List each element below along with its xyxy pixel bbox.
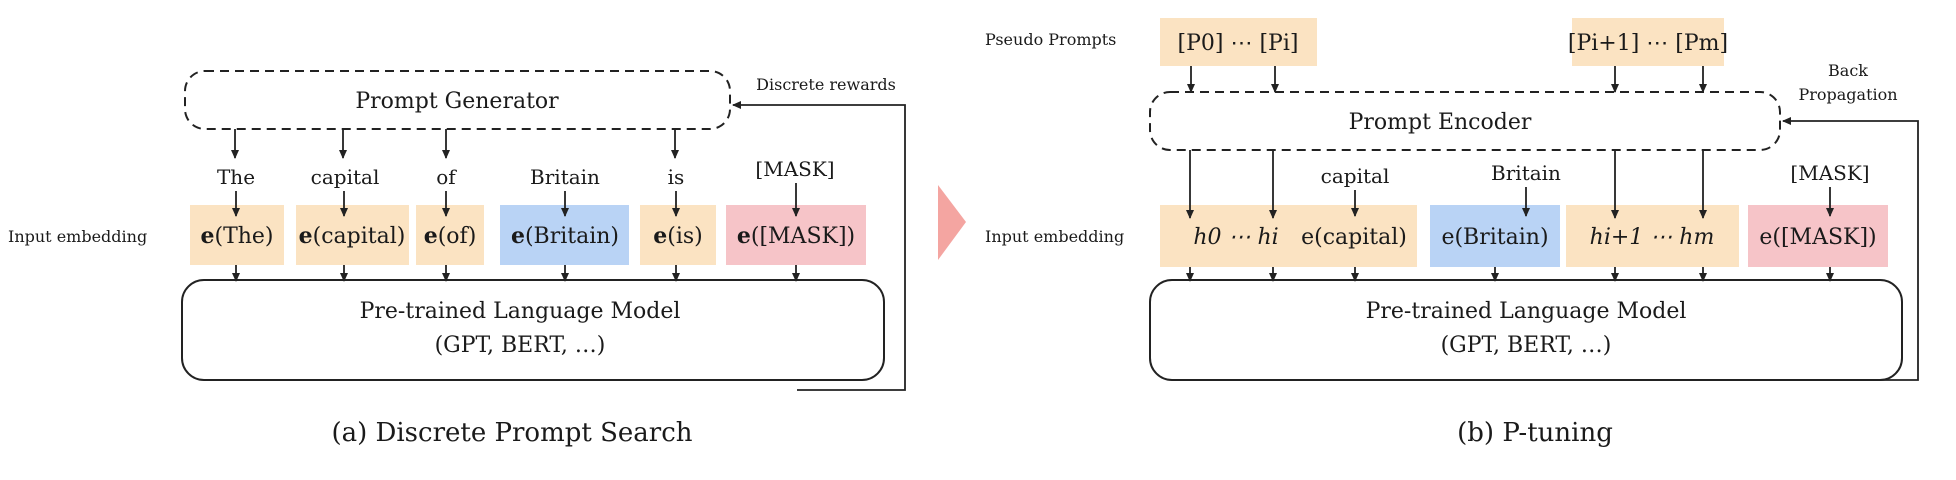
token-capital-right: capital	[1321, 164, 1390, 188]
language-model-box-left	[181, 279, 885, 381]
embedding-capital: e(capital)	[299, 223, 406, 249]
input-embedding-label-left: Input embedding	[8, 227, 147, 246]
embedding-box-capital	[296, 205, 409, 265]
embedding-box-britain-right	[1430, 205, 1560, 267]
panel-p-tuning: Pseudo Prompts [P0] ⋯ [Pi] [Pi+1] ⋯ [Pm]…	[985, 18, 1919, 448]
token-capital: capital	[311, 165, 380, 189]
discrete-rewards-label: Discrete rewards	[756, 75, 896, 94]
pseudo-prompt-group-1: [P0] ⋯ [Pi]	[1178, 31, 1299, 56]
embedding-to-lm-arrows-right	[1186, 267, 1834, 282]
panel-discrete-prompt-search: Prompt Generator Discrete rewards The ca…	[8, 70, 906, 448]
token-to-embedding-arrows-right	[1351, 187, 1834, 217]
prompt-to-encoder-arrows	[1187, 66, 1707, 93]
pseudo-prompt-group-2: [Pi+1] ⋯ [Pm]	[1568, 31, 1728, 56]
lm-title-right: Pre-trained Language Model	[1366, 299, 1687, 324]
token-mask: [MASK]	[755, 157, 834, 181]
prompt-generator-box	[184, 70, 731, 130]
rewards-feedback-arrow	[732, 101, 906, 391]
transition-arrow	[938, 185, 966, 260]
embedding-mask: e([MASK])	[737, 223, 855, 249]
embedding-to-lm-arrows	[232, 265, 800, 282]
lm-subtitle-right: (GPT, BERT, …)	[1441, 333, 1612, 358]
token-britain-right: Britain	[1491, 161, 1561, 185]
embedding-the: e(The)	[200, 223, 273, 249]
pseudo-prompts-label: Pseudo Prompts	[985, 30, 1116, 49]
lm-subtitle-left: (GPT, BERT, …)	[435, 333, 606, 358]
pseudo-prompt-box-1	[1160, 18, 1317, 66]
caption-right: (b) P-tuning	[1457, 418, 1613, 448]
embedding-box-of	[416, 205, 484, 265]
token-britain: Britain	[530, 165, 600, 189]
token-of: of	[436, 165, 457, 189]
hidden-group-2: hi+1 ⋯ hm	[1590, 225, 1715, 250]
pseudo-prompt-box-2	[1572, 18, 1724, 66]
prompt-encoder-box	[1149, 91, 1781, 151]
embedding-britain: e(Britain)	[511, 223, 619, 249]
embedding-britain-right: e(Britain)	[1441, 225, 1548, 250]
embedding-mask-right: e([MASK])	[1759, 225, 1876, 250]
input-embedding-label-right: Input embedding	[985, 227, 1124, 246]
hidden-group-1: h0 ⋯ hi	[1193, 225, 1278, 250]
token-the: The	[217, 165, 255, 189]
hidden-box-group-2	[1566, 205, 1739, 267]
prompt-generator-label: Prompt Generator	[355, 89, 559, 114]
lm-title-left: Pre-trained Language Model	[360, 299, 681, 324]
hidden-box-group-1	[1160, 205, 1417, 267]
generator-to-token-arrows	[231, 129, 679, 159]
embedding-of: e(of)	[424, 223, 477, 249]
prompt-encoder-label: Prompt Encoder	[1349, 110, 1532, 135]
embedding-is: e(is)	[653, 223, 703, 249]
token-is: is	[668, 165, 685, 189]
embedding-capital-right: e(capital)	[1301, 225, 1407, 250]
token-mask-right: [MASK]	[1790, 161, 1869, 185]
language-model-box-right	[1149, 279, 1903, 381]
back-propagation-line1: Back	[1828, 61, 1868, 80]
back-propagation-line2: Propagation	[1798, 85, 1897, 104]
token-to-embedding-arrows	[232, 183, 800, 217]
encoder-to-hidden-arrows	[1186, 150, 1707, 219]
caption-left: (a) Discrete Prompt Search	[331, 418, 692, 448]
embedding-box-mask-right	[1748, 205, 1888, 267]
